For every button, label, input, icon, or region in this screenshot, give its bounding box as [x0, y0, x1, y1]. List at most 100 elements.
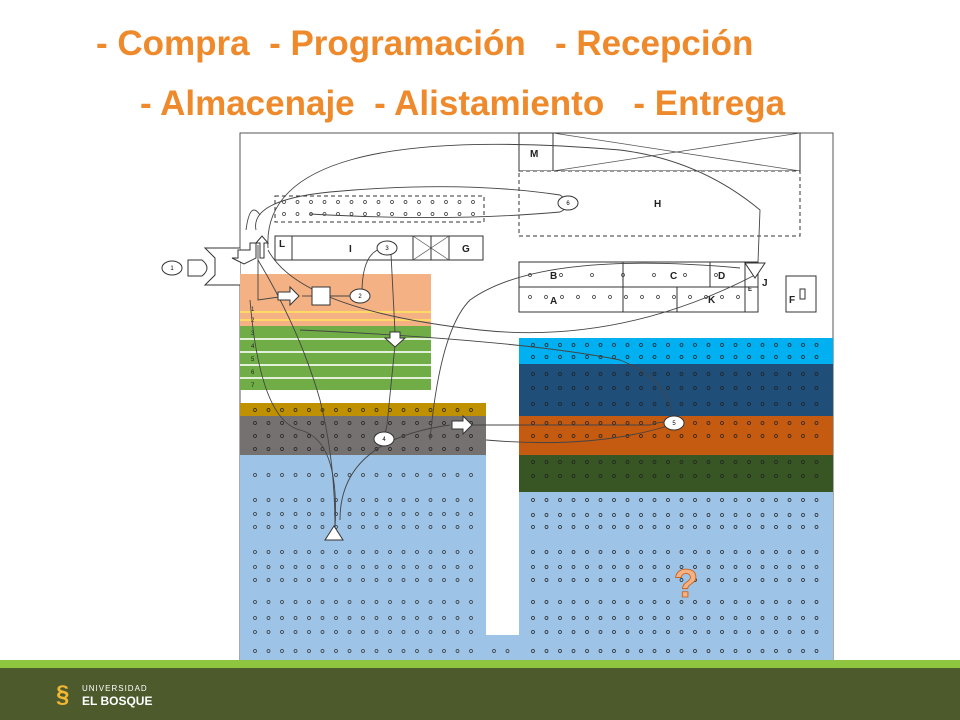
- storage-position-dot: [590, 273, 594, 277]
- storage-position-dot: [571, 402, 576, 406]
- storage-position-dot: [585, 402, 589, 406]
- storage-position-dot: [347, 434, 352, 438]
- storage-position-dot: [666, 474, 670, 478]
- storage-position-dot: [814, 649, 819, 653]
- storage-position-dot: [720, 565, 724, 569]
- storage-position-dot: [266, 447, 271, 451]
- storage-position-dot: [814, 402, 819, 406]
- storage-position-dot: [639, 460, 643, 464]
- storage-position-dot: [428, 525, 433, 529]
- storage-position-dot: [361, 512, 365, 516]
- storage-position-dot: [747, 421, 751, 425]
- storage-position-dot: [639, 578, 643, 582]
- storage-position-dot: [801, 550, 805, 554]
- storage-position-dot: [693, 343, 697, 347]
- storage-position-dot: [280, 630, 284, 634]
- storage-position-dot: [787, 434, 792, 438]
- storage-position-dot: [652, 402, 657, 406]
- storage-position-dot: [417, 200, 421, 204]
- storage-position-dot: [403, 200, 408, 204]
- inspection-box: [311, 286, 331, 306]
- storage-position-dot: [293, 434, 298, 438]
- storage-position-dot: [585, 355, 589, 359]
- storage-position-dot: [639, 355, 643, 359]
- storage-position-dot: [544, 649, 549, 653]
- storage-position-dot: [374, 578, 379, 582]
- storage-position-dot: [652, 600, 657, 604]
- storage-position-dot: [266, 616, 271, 620]
- storage-position-dot: [558, 525, 562, 529]
- storage-position-dot: [293, 408, 298, 412]
- storage-position-dot: [693, 578, 697, 582]
- storage-position-dot: [307, 550, 311, 554]
- storage-position-dot: [492, 649, 496, 653]
- storage-position-dot: [307, 649, 311, 653]
- storage-position-dot: [706, 600, 711, 604]
- storage-position-dot: [774, 513, 778, 517]
- zone-label-K: K: [708, 295, 716, 306]
- storage-position-dot: [625, 402, 630, 406]
- storage-position-dot: [666, 355, 670, 359]
- storage-position-dot: [334, 421, 338, 425]
- storage-position-dot: [334, 550, 338, 554]
- storage-position-dot: [544, 513, 549, 517]
- storage-position-dot: [612, 460, 616, 464]
- zone-gray: [240, 416, 486, 455]
- storage-position-dot: [388, 649, 392, 653]
- storage-position-dot: [253, 447, 257, 451]
- storage-position-dot: [266, 512, 271, 516]
- storage-position-dot: [598, 460, 603, 464]
- storage-position-dot: [266, 421, 271, 425]
- storage-position-dot: [814, 600, 819, 604]
- storage-position-dot: [585, 616, 589, 620]
- storage-position-dot: [320, 525, 325, 529]
- storage-position-dot: [293, 447, 298, 451]
- storage-position-dot: [374, 498, 379, 502]
- logo-line-2: EL BOSQUE: [82, 694, 153, 708]
- step-circle-5: [663, 415, 685, 431]
- storage-position-dot: [334, 630, 338, 634]
- storage-position-dot: [612, 474, 616, 478]
- storage-position-dot: [415, 421, 419, 425]
- storage-position-dot: [666, 343, 670, 347]
- storage-position-dot: [415, 578, 419, 582]
- storage-position-dot: [612, 513, 616, 517]
- storage-position-dot: [679, 434, 684, 438]
- storage-position-dot: [320, 498, 325, 502]
- storage-position-dot: [320, 649, 325, 653]
- storage-position-dot: [733, 386, 738, 390]
- storage-position-dot: [320, 630, 325, 634]
- storage-position-dot: [608, 295, 612, 299]
- storage-position-dot: [558, 355, 562, 359]
- storage-position-dot: [652, 386, 657, 390]
- storage-position-dot: [266, 649, 271, 653]
- storage-position-dot: [679, 372, 684, 376]
- storage-position-dot: [469, 616, 473, 620]
- right-arrow-icon: [277, 285, 300, 307]
- storage-position-dot: [774, 474, 778, 478]
- storage-position-dot: [558, 402, 562, 406]
- storage-position-dot: [598, 474, 603, 478]
- storage-position-dot: [733, 630, 738, 634]
- storage-position-dot: [814, 421, 819, 425]
- storage-position-dot: [801, 600, 805, 604]
- storage-position-dot: [455, 565, 460, 569]
- storage-position-dot: [442, 421, 446, 425]
- storage-position-dot: [415, 525, 419, 529]
- storage-position-dot: [760, 460, 765, 464]
- storage-position-dot: [295, 212, 300, 216]
- storage-position-dot: [558, 498, 562, 502]
- title-line-2: - Almacenaje - Alistamiento - Entrega: [140, 84, 786, 123]
- storage-position-dot: [693, 525, 697, 529]
- storage-position-dot: [415, 512, 419, 516]
- storage-position-dot: [320, 550, 325, 554]
- storage-position-dot: [760, 600, 765, 604]
- storage-position-dot: [801, 355, 805, 359]
- step-label-6: 6: [566, 201, 570, 207]
- storage-position-dot: [442, 408, 446, 412]
- storage-position-dot: [531, 616, 535, 620]
- storage-position-dot: [374, 630, 379, 634]
- storage-position-dot: [571, 386, 576, 390]
- storage-position-dot: [814, 565, 819, 569]
- storage-position-dot: [666, 550, 670, 554]
